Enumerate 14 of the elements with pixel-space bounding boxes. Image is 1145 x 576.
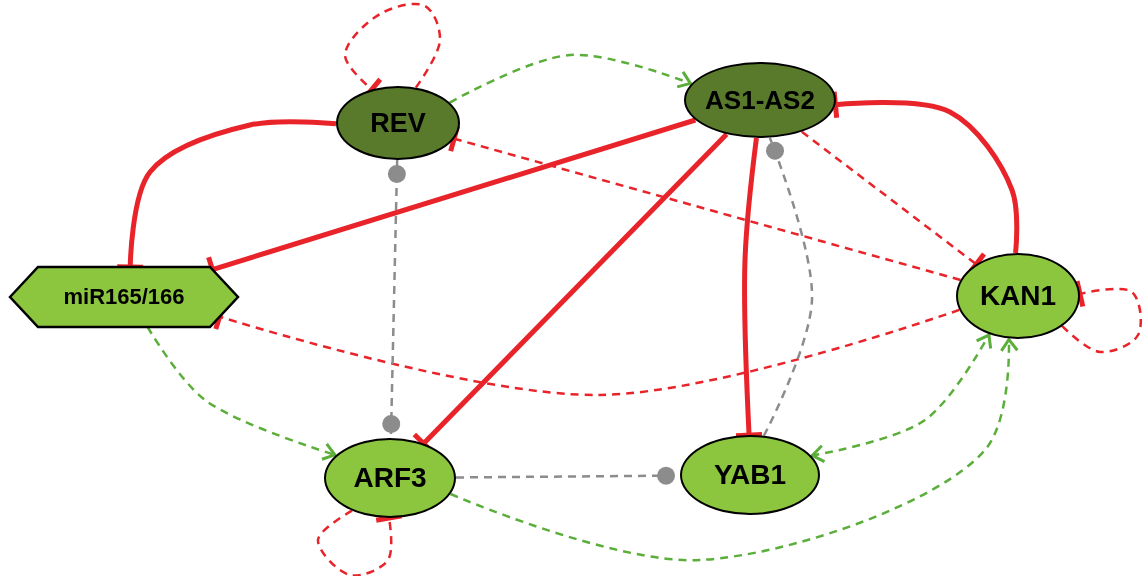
gene-label: REV [370,107,426,139]
gene-label: ARF3 [353,462,427,494]
ellipse-node [324,438,456,518]
connector [762,137,814,437]
hexagon-node [10,267,238,327]
connector [831,89,1020,254]
double-arrow [810,333,993,463]
gene-label: KAN1 [979,280,1057,312]
gene-label: AS1-AS2 [705,84,815,116]
arrow [450,338,1019,562]
gene-label: miR165/166 [63,284,185,310]
connector [1061,278,1143,354]
gene-label: YAB1 [713,459,787,491]
arrow [449,53,692,104]
